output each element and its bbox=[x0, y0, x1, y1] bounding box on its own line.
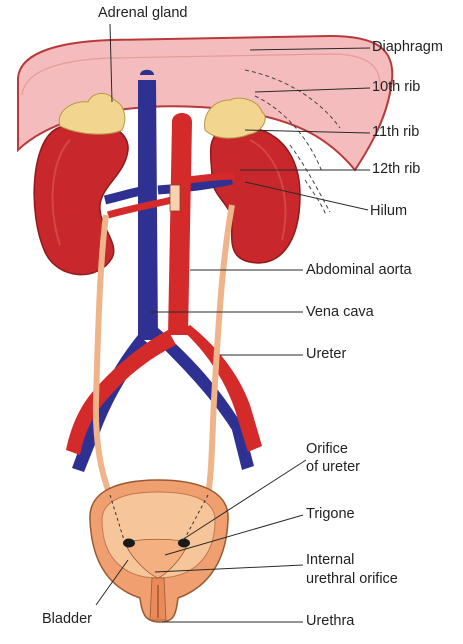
abdominal-aorta bbox=[168, 113, 192, 335]
right-iliac-artery bbox=[182, 325, 262, 452]
left-ureter-orifice bbox=[123, 538, 135, 548]
label-diaphragm: Diaphragm bbox=[372, 39, 443, 55]
label-adrenal-gland: Adrenal gland bbox=[98, 5, 188, 21]
left-ureter bbox=[92, 214, 113, 497]
label-rib-10: 10th rib bbox=[372, 79, 421, 95]
label-internal-line-2: urethral orifice bbox=[306, 571, 398, 587]
label-abdominal-aorta: Abdominal aorta bbox=[306, 262, 412, 278]
label-urethra: Urethra bbox=[306, 613, 355, 629]
left-iliac-artery bbox=[66, 330, 176, 455]
rib-10-line bbox=[244, 69, 341, 129]
label-internal-line-1: Internal bbox=[306, 552, 355, 568]
label-rib-12: 12th rib bbox=[372, 161, 421, 177]
right-ureter bbox=[205, 204, 235, 496]
right-renal-vein bbox=[157, 175, 233, 195]
right-adrenal-gland bbox=[204, 97, 266, 139]
label-ureter: Ureter bbox=[306, 346, 347, 362]
label-orifice-line-1: Orifice bbox=[306, 441, 348, 457]
label-vena-cava: Vena cava bbox=[306, 304, 374, 320]
label-orifice-line-2: of ureter bbox=[306, 459, 360, 475]
label-hilum: Hilum bbox=[370, 203, 408, 219]
label-rib-11: 11th rib bbox=[372, 124, 420, 140]
label-bladder: Bladder bbox=[42, 611, 92, 627]
left-renal-artery bbox=[107, 196, 173, 219]
trigone bbox=[124, 538, 189, 579]
label-trigone: Trigone bbox=[306, 506, 355, 522]
right-renal-artery bbox=[187, 172, 236, 184]
vena-cava bbox=[138, 80, 158, 340]
rib-11-line bbox=[254, 95, 323, 173]
right-ureter-orifice bbox=[178, 538, 190, 548]
left-adrenal-gland bbox=[58, 93, 126, 135]
rib-12-line bbox=[289, 144, 331, 213]
